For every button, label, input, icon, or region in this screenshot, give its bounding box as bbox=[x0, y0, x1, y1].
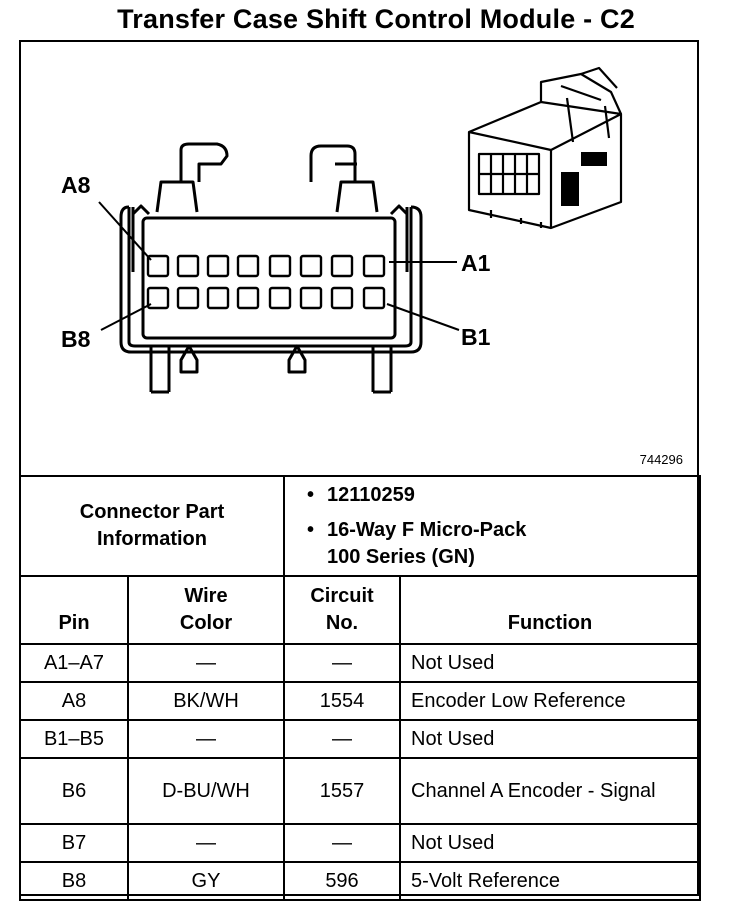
column-header-wire-color: Wire Color bbox=[127, 575, 285, 645]
connector-info-row: Connector Part Information • 12110259 • 16… bbox=[19, 475, 702, 577]
connector-info-header: Connector Part Information bbox=[19, 475, 285, 577]
wire-color-cell: — bbox=[127, 823, 285, 863]
figure-number: 744296 bbox=[639, 452, 683, 467]
function-cell: 5-Volt Reference bbox=[398, 861, 702, 901]
connector-description-line1: 16-Way F Micro-Pack bbox=[327, 518, 527, 541]
function-cell: Channel A Encoder - Signal bbox=[398, 757, 702, 825]
column-header-function: Function bbox=[398, 575, 702, 645]
page-title: Transfer Case Shift Control Module - C2 bbox=[117, 4, 635, 34]
function-cell: Not Used bbox=[398, 643, 702, 683]
pin-label-b8: B8 bbox=[61, 326, 91, 352]
wire-color-cell: D-BU/WH bbox=[127, 757, 285, 825]
function-cell: Not Used bbox=[398, 719, 702, 759]
connector-info-header-line1: Connector Part bbox=[79, 501, 225, 523]
table-row: B6 D-BU/WH 1557 Channel A Encoder - Sign… bbox=[19, 757, 702, 825]
table-row: A8 BK/WH 1554 Encoder Low Reference bbox=[19, 681, 702, 721]
pin-cell: B8 bbox=[19, 861, 129, 901]
wire-color-cell: GY bbox=[127, 861, 285, 901]
bullet-icon: • bbox=[307, 518, 315, 541]
bullet-icon: • bbox=[307, 483, 315, 506]
pin-cell: B6 bbox=[19, 757, 129, 825]
wire-color-cell: — bbox=[127, 719, 285, 759]
pin-cell: A1–A7 bbox=[19, 643, 129, 683]
connector-info-details: • 12110259 • 16-Way F Micro-Pack 100 Serie… bbox=[282, 475, 702, 577]
circuit-cell: 596 bbox=[283, 861, 401, 901]
pin-cell: A8 bbox=[19, 681, 129, 721]
circuit-cell: — bbox=[283, 643, 401, 683]
part-number: 12110259 bbox=[327, 483, 415, 506]
circuit-cell: 1554 bbox=[283, 681, 401, 721]
column-header-pin: Pin bbox=[19, 575, 129, 645]
table-header-row: Pin Wire Color Circuit No. Function bbox=[19, 575, 702, 645]
connector-description-line2: 100 Series (GN) bbox=[327, 545, 475, 568]
function-cell: Encoder Low Reference bbox=[398, 681, 702, 721]
table-row: B8 GY 596 5-Volt Reference bbox=[19, 861, 702, 901]
connector-table: Connector Part Information • 12110259 • 16… bbox=[19, 475, 702, 901]
wire-color-cell: BK/WH bbox=[127, 681, 285, 721]
pin-label-a1: A1 bbox=[461, 250, 491, 276]
wire-color-cell: — bbox=[127, 643, 285, 683]
connector-info-header-line2: Information bbox=[97, 528, 207, 550]
function-cell: Not Used bbox=[398, 823, 702, 863]
pin-label-a8: A8 bbox=[61, 172, 91, 198]
circuit-cell: — bbox=[283, 719, 401, 759]
circuit-cell: 1557 bbox=[283, 757, 401, 825]
circuit-cell: — bbox=[283, 823, 401, 863]
table-row: B1–B5 — — Not Used bbox=[19, 719, 702, 759]
pin-label-b1: B1 bbox=[461, 324, 491, 350]
pin-cell: B7 bbox=[19, 823, 129, 863]
column-header-circuit: Circuit No. bbox=[283, 575, 401, 645]
connector-diagram: A8 A1 B8 B1 744296 bbox=[21, 42, 697, 476]
table-row: B7 — — Not Used bbox=[19, 823, 702, 863]
table-row: A1–A7 — — Not Used bbox=[19, 643, 702, 683]
pin-cell: B1–B5 bbox=[19, 719, 129, 759]
connector-drawing bbox=[98, 66, 623, 394]
